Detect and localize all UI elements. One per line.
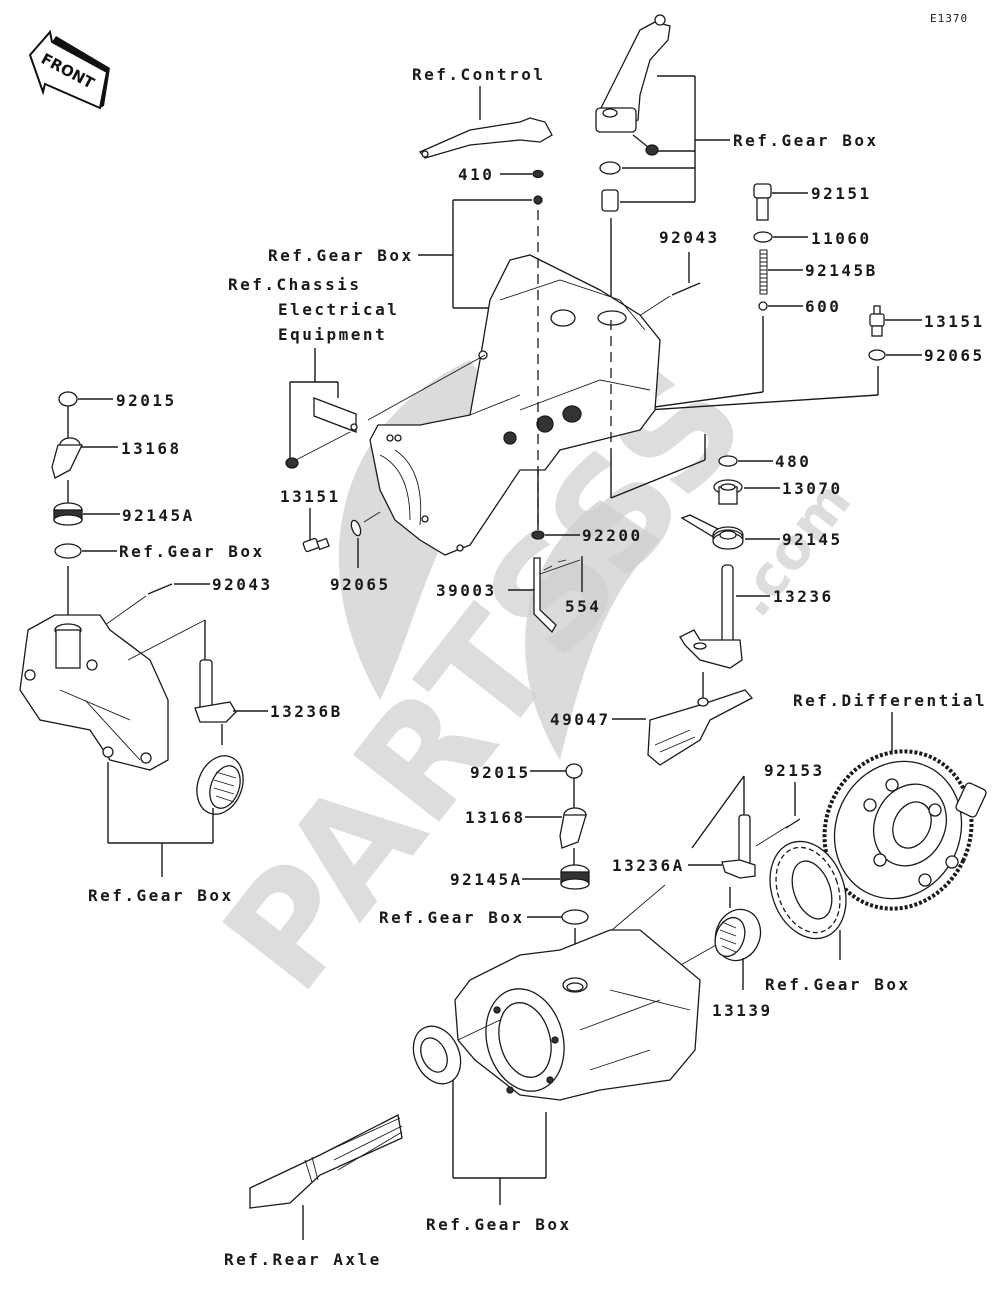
switch-13151-mid: [302, 537, 330, 553]
label-92200: 92200: [582, 526, 643, 545]
differential-gear: [822, 749, 987, 911]
chassis-bracket-part: [313, 397, 358, 433]
washer-11060: [753, 231, 773, 243]
label-13236B: 13236B: [270, 702, 343, 721]
label-92015-left: 92015: [116, 391, 177, 410]
washer-92065-right: [868, 349, 886, 361]
label-ref-gear-box-bearing: Ref.Gear Box: [765, 975, 911, 994]
label-92145A-mid: 92145A: [450, 870, 523, 889]
label-92151: 92151: [811, 184, 872, 203]
label-92043-top: 92043: [659, 228, 720, 247]
shaft-13236A: [721, 814, 756, 879]
label-13236: 13236: [773, 587, 834, 606]
gearbox-cover-left: [19, 614, 169, 771]
diagram-code: E1370: [930, 12, 968, 25]
label-13151-mid: 13151: [280, 487, 341, 506]
collar-13070: [713, 479, 743, 505]
bearing: [769, 840, 847, 940]
spring-92145A-left: [53, 502, 83, 526]
control-lever-part: [418, 117, 553, 159]
label-92015-mid: 92015: [470, 763, 531, 782]
label-92043-left: 92043: [212, 575, 273, 594]
label-13236A: 13236A: [612, 856, 685, 875]
label-92065-mid: 92065: [330, 575, 391, 594]
gearbox-housing-lower: [454, 929, 701, 1101]
spring-92145: [680, 514, 744, 550]
label-ref-rear-axle: Ref.Rear Axle: [224, 1250, 382, 1269]
switch-13151-right: [869, 305, 885, 337]
arm-13168-left: [51, 437, 84, 479]
bolt-92153: [785, 818, 801, 829]
label-480: 480: [775, 452, 811, 471]
fork-49047: [647, 689, 754, 766]
rear-axle-shaft: [249, 1114, 403, 1209]
label-ref-gear-box-upper-left: Ref.Gear Box: [268, 246, 414, 265]
label-ref-chassis-line3: Equipment: [278, 325, 387, 344]
label-ref-gear-box-left-bottom: Ref.Gear Box: [88, 886, 234, 905]
label-13168-left: 13168: [121, 439, 182, 458]
label-ref-chassis-line2: Electrical: [278, 300, 399, 319]
label-ref-gear-box-left-seal: Ref.Gear Box: [119, 542, 265, 561]
label-92153: 92153: [764, 761, 825, 780]
label-13139: 13139: [712, 1001, 773, 1020]
seal-left: [54, 543, 82, 559]
label-600: 600: [805, 297, 841, 316]
shaft-13236: [679, 564, 743, 669]
plate-39003: [533, 557, 581, 634]
ball-600: [758, 301, 768, 311]
label-13168-mid: 13168: [465, 808, 526, 827]
spring-92145B: [759, 249, 768, 295]
label-92145B: 92145B: [805, 261, 878, 280]
nut-92015-mid: [565, 763, 583, 779]
label-ref-chassis-line1: Ref.Chassis: [228, 275, 361, 294]
hub-13139: [714, 908, 762, 962]
nut-92015-left: [58, 391, 78, 407]
arm-13168-mid: [559, 807, 587, 849]
bolt-13151-upper: [285, 457, 299, 469]
oil-seal-bottom: [412, 1025, 462, 1085]
bushing-shift-arm: [601, 189, 619, 212]
label-410: 410: [458, 165, 494, 184]
label-39003: 39003: [436, 581, 497, 600]
label-554: 554: [565, 597, 601, 616]
label-ref-gear-box-bottom: Ref.Gear Box: [426, 1215, 572, 1234]
label-11060: 11060: [811, 229, 872, 248]
gear-left: [196, 755, 244, 815]
washer-410: [532, 169, 544, 179]
front-arrow-icon: FRONT: [28, 29, 110, 110]
label-ref-differential: Ref.Differential: [793, 691, 987, 710]
spring-92145A-mid: [560, 864, 590, 890]
label-ref-control: Ref.Control: [412, 65, 545, 84]
label-13070: 13070: [782, 479, 843, 498]
gearbox-housing-upper: [369, 254, 661, 556]
washer-top: [533, 195, 543, 205]
seal-mid: [561, 909, 589, 925]
label-92065-right: 92065: [924, 346, 985, 365]
bolt-92151: [753, 183, 772, 221]
bolt-shift-arm: [632, 134, 659, 156]
label-ref-gear-box-top: Ref.Gear Box: [733, 131, 879, 150]
label-13151-right: 13151: [924, 312, 985, 331]
label-49047: 49047: [550, 710, 611, 729]
shift-arm-part: [595, 14, 671, 133]
washer-92065-mid: [350, 519, 362, 537]
label-92145A-left: 92145A: [122, 506, 195, 525]
label-ref-gear-box-mid-seal: Ref.Gear Box: [379, 908, 525, 927]
seal-shift-arm: [599, 161, 621, 175]
washer-92200: [531, 530, 545, 540]
shaft-13236B: [194, 659, 237, 723]
washer-480: [718, 455, 738, 467]
label-92145: 92145: [782, 530, 843, 549]
